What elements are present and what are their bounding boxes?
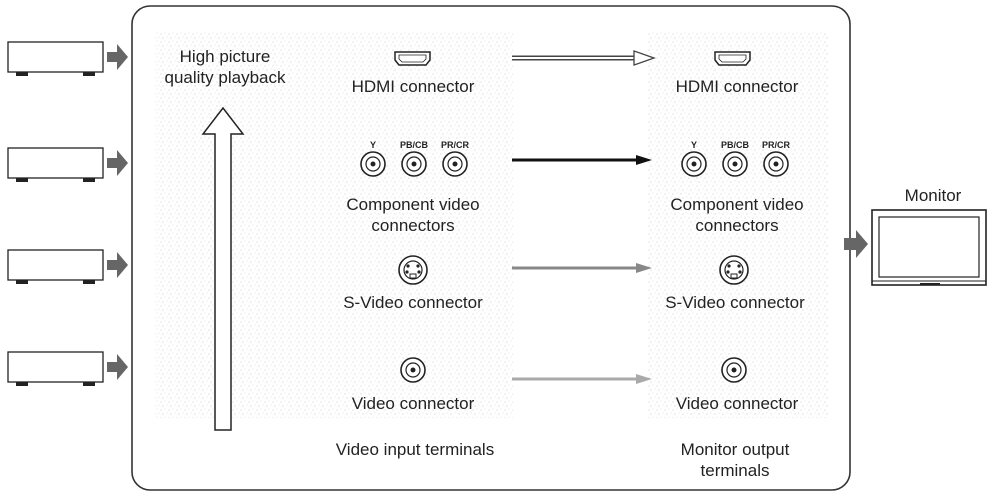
output-svideo-label: S-Video connector: [665, 293, 805, 312]
source-arrow-4: [107, 354, 128, 380]
hdmi-signal-arrow: [512, 50, 656, 66]
monitor-icon: [871, 209, 987, 286]
output-panel-label: Monitor output terminals: [680, 440, 790, 480]
output-component-label: Component video connectors: [670, 195, 804, 235]
monitor-arrow: [844, 230, 868, 258]
component-input-jacks: [360, 151, 468, 177]
svideo-signal-arrow: [512, 263, 652, 273]
output-jack-y-label: Y: [690, 140, 697, 150]
output-jack-pb-label: PB/CB: [720, 140, 749, 150]
source-device-3: [7, 249, 104, 284]
input-jack-pr-label: PR/CR: [440, 140, 469, 150]
video-output-icon: [721, 357, 747, 383]
source-device-4: [7, 351, 104, 386]
output-panel: [648, 32, 828, 418]
input-video-label: Video connector: [351, 394, 475, 413]
video-input-icon: [400, 357, 426, 383]
output-hdmi-label: HDMI connector: [675, 77, 799, 96]
source-arrow-2: [107, 150, 128, 176]
input-component-label: Component video connectors: [346, 195, 480, 235]
input-svideo-label: S-Video connector: [343, 293, 483, 312]
quality-arrow: [201, 106, 245, 431]
input-panel-label: Video input terminals: [335, 440, 495, 459]
svideo-output-icon: [719, 255, 749, 285]
hdmi-output-icon: [714, 51, 751, 66]
quality-label: High picture quality playback: [164, 47, 286, 87]
video-signal-arrow: [512, 374, 652, 384]
component-output-jacks: [681, 151, 789, 177]
component-signal-arrow: [512, 155, 652, 165]
source-device-1: [7, 41, 104, 76]
output-jack-pr-label: PR/CR: [761, 140, 790, 150]
output-video-label: Video connector: [675, 394, 799, 413]
source-arrow-1: [107, 44, 128, 70]
input-hdmi-label: HDMI connector: [351, 77, 475, 96]
input-jack-pb-label: PB/CB: [399, 140, 428, 150]
source-device-2: [7, 147, 104, 182]
svideo-input-icon: [398, 255, 428, 285]
input-jack-y-label: Y: [369, 140, 376, 150]
monitor-label: Monitor: [904, 186, 962, 205]
hdmi-input-icon: [394, 51, 431, 66]
source-arrow-3: [107, 252, 128, 278]
